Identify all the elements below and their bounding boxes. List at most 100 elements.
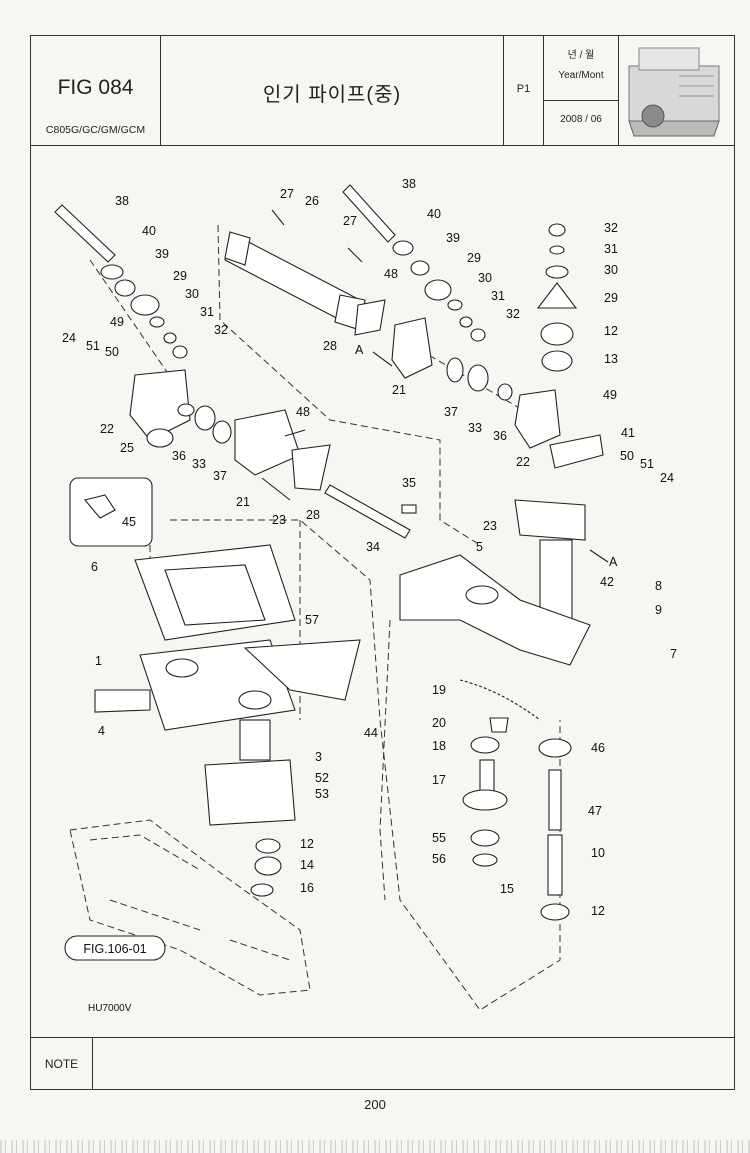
view-arrow-a	[372, 351, 393, 367]
washer-part	[459, 316, 473, 328]
shaft-part	[548, 769, 562, 831]
fig-cell: FIG 084 C805G/GC/GM/GCM	[31, 36, 161, 145]
part-callout-23: 23	[272, 513, 286, 527]
part-callout-40: 40	[142, 224, 156, 238]
bevel-gear-part	[130, 294, 160, 316]
part-callout-30: 30	[604, 263, 618, 277]
shaft-part	[54, 204, 116, 263]
clip-part	[84, 494, 116, 519]
part-callout-9: 9	[655, 603, 662, 617]
note-label: NOTE	[31, 1038, 93, 1090]
seal-part	[100, 264, 124, 280]
drawing-sheet: FIG 084 C805G/GC/GM/GCM 인기 파이프(중) P1 년 /…	[30, 35, 735, 1090]
year-month-en: Year/Mont	[558, 70, 604, 81]
bracket-part	[204, 759, 296, 826]
part-callout-A: A	[355, 343, 364, 357]
drawing-code: HU7000V	[88, 1003, 132, 1014]
part-callout-14: 14	[300, 858, 314, 872]
part-callout-49: 49	[603, 388, 617, 402]
scan-artifact-strip	[0, 1140, 750, 1153]
page-code-cell: P1	[504, 36, 544, 145]
part-callout-35: 35	[402, 476, 416, 490]
part-callout-1: 1	[95, 654, 102, 668]
bearing-part	[194, 405, 216, 431]
snap-ring-part	[472, 853, 498, 867]
cap-part	[146, 428, 174, 448]
year-month-kr: 년 / 월	[567, 50, 595, 61]
washer-part	[447, 299, 463, 311]
gasket-part	[354, 299, 386, 336]
part-callout-24: 24	[660, 471, 674, 485]
part-callout-31: 31	[200, 305, 214, 319]
case-bore	[165, 658, 199, 678]
oring-part	[497, 383, 513, 401]
part-callout-38: 38	[402, 177, 416, 191]
page-title: 인기 파이프(중)	[262, 84, 402, 106]
title-block: FIG 084 C805G/GC/GM/GCM 인기 파이프(중) P1 년 /…	[31, 36, 734, 146]
part-callout-34: 34	[366, 540, 380, 554]
bearing-part	[212, 420, 232, 444]
part-callout-57: 57	[305, 613, 319, 627]
bearing-part	[470, 736, 500, 754]
gasket-part	[291, 444, 331, 491]
ring-part	[465, 585, 499, 605]
gear-part	[254, 856, 282, 876]
washer-part	[163, 332, 177, 344]
washer-part	[149, 316, 165, 328]
part-callout-48: 48	[384, 267, 398, 281]
part-callout-38: 38	[115, 194, 129, 208]
assembly-path	[217, 224, 481, 546]
bearing-part	[446, 357, 464, 383]
part-callout-5: 5	[476, 540, 483, 554]
pipe-stub-part	[239, 719, 271, 761]
part-callout-22: 22	[100, 422, 114, 436]
part-callout-55: 55	[432, 831, 446, 845]
part-callout-21: 21	[392, 383, 406, 397]
combine-harvester-thumbnail-icon	[628, 47, 720, 137]
bracket-part	[549, 434, 604, 469]
part-callout-47: 47	[588, 804, 602, 818]
part-callout-31: 31	[491, 289, 505, 303]
part-callout-6: 6	[91, 560, 98, 574]
gearbox-housing-part	[514, 389, 561, 449]
part-callout-24: 24	[62, 331, 76, 345]
assembly-path	[379, 619, 391, 901]
part-callout-28: 28	[306, 508, 320, 522]
reference-assembly-outline	[89, 834, 291, 961]
part-callout-20: 20	[432, 716, 446, 730]
sprocket-part	[462, 789, 508, 811]
part-callout-12: 12	[300, 837, 314, 851]
bearing-part	[540, 322, 574, 346]
part-callout-29: 29	[604, 291, 618, 305]
part-callout-39: 39	[446, 231, 460, 245]
part-callout-27: 27	[280, 187, 294, 201]
part-callout-36: 36	[493, 429, 507, 443]
part-callout-22: 22	[516, 455, 530, 469]
part-callout-33: 33	[468, 421, 482, 435]
cover-opening	[164, 564, 266, 626]
part-callout-26: 26	[305, 194, 319, 208]
chain-part	[459, 679, 541, 721]
reference-assembly-outline	[69, 819, 311, 996]
gearbox-housing-part	[129, 369, 191, 441]
bevel-gear-part	[467, 364, 489, 392]
part-callout-33: 33	[192, 457, 206, 471]
page-number: 200	[364, 1097, 386, 1112]
bolt-part	[261, 429, 306, 501]
bearing-part	[540, 903, 570, 921]
part-callout-30: 30	[185, 287, 199, 301]
bearing-part	[410, 260, 430, 276]
sprocket-part	[538, 738, 572, 758]
date-cell: 년 / 월 Year/Mont 2008 / 06	[544, 36, 619, 145]
seal-part	[392, 240, 414, 256]
washer-part	[549, 245, 565, 255]
part-callout-40: 40	[427, 207, 441, 221]
pipe-flange-part	[224, 231, 251, 266]
part-callout-4: 4	[98, 724, 105, 738]
model-list: C805G/GC/GM/GCM	[45, 124, 146, 136]
part-callout-45: 45	[122, 515, 136, 529]
fig-reference-label: FIG.106-01	[83, 942, 146, 956]
shaft-part	[342, 184, 396, 243]
fig-reference-box	[64, 935, 166, 961]
